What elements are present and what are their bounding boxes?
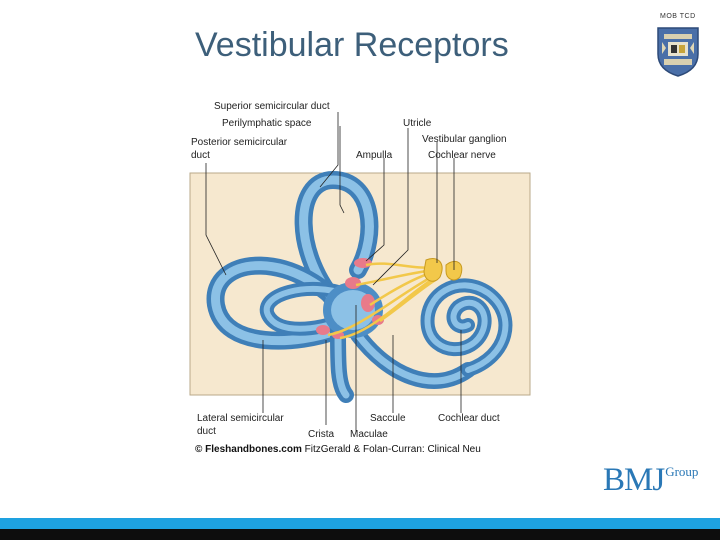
cochlear-nerve-bundle (445, 261, 463, 281)
label-superior-duct: Superior semicircular duct (214, 101, 330, 112)
label-lateral-duct-line1: Lateral semicircular (197, 413, 284, 424)
cochlea (420, 278, 513, 377)
label-cochlear-duct: Cochlear duct (438, 413, 500, 424)
institution-tag: MOB TCD (660, 13, 696, 20)
label-posterior-duct-line1: Posterior semicircular (191, 137, 288, 148)
university-crest-icon (657, 27, 699, 77)
label-maculae: Maculae (350, 429, 388, 440)
copyright-line: © Fleshandbones.com FitzGerald & Folan-C… (195, 444, 481, 455)
copyright-citation: FitzGerald & Folan-Curran: Clinical Neu (302, 444, 481, 455)
leader-lines (205, 112, 462, 432)
label-posterior-duct-line2: duct (191, 150, 210, 161)
copyright-source: © Fleshandbones.com (195, 444, 302, 455)
logo-sub-text: Group (665, 464, 699, 479)
bmj-group-logo: BMJGroup (603, 462, 698, 499)
inner-ear-diagram: Superior semicircular duct Perilymphatic… (189, 101, 531, 455)
semicircular-ducts (206, 170, 476, 403)
label-crista: Crista (308, 429, 335, 440)
label-perilymphatic-space: Perilymphatic space (222, 118, 312, 129)
label-saccule: Saccule (370, 413, 406, 424)
footer-bar-blue (0, 518, 720, 529)
footer-bar-black (0, 529, 720, 540)
label-cochlear-nerve: Cochlear nerve (428, 150, 496, 161)
label-ampulla: Ampulla (356, 150, 393, 161)
vestibular-ganglion (423, 258, 443, 282)
label-utricle: Utricle (403, 118, 432, 129)
label-lateral-duct-line2: duct (197, 426, 216, 437)
label-vestibular-ganglion: Vestibular ganglion (422, 134, 507, 145)
logo-main-text: BMJ (603, 462, 665, 498)
slide-title: Vestibular Receptors (195, 26, 509, 64)
